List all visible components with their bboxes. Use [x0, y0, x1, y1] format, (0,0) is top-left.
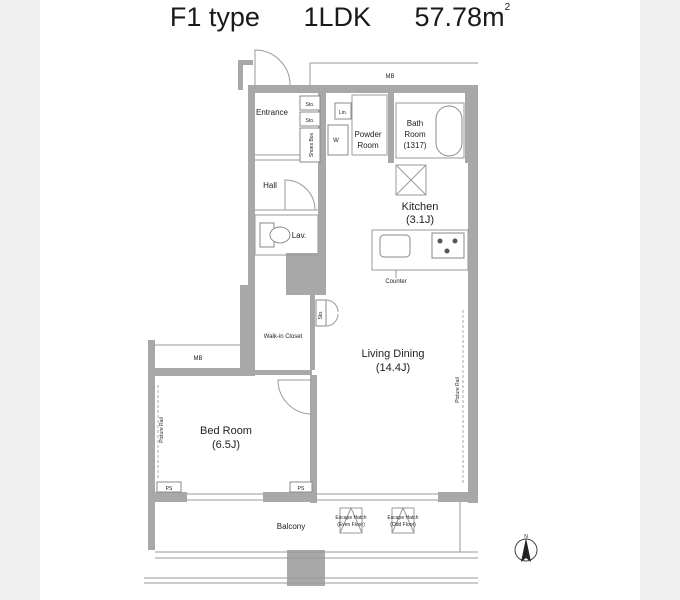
- label-sto-1: Sto.: [306, 102, 315, 108]
- label-bed-room: Bed Room: [200, 425, 252, 437]
- label-mb-left: MB: [194, 356, 203, 362]
- floor-plan-drawing: MB Entrance Sto. Sto. Shoes Box Lin. W P…: [144, 49, 538, 586]
- label-bed-room-size: (6.5J): [212, 439, 240, 451]
- plan-layout: 1LDK: [303, 2, 371, 32]
- label-bath-3: (1317): [403, 141, 426, 150]
- label-bath-2: Room: [404, 130, 426, 139]
- floor-plan-panel: F1 type 1LDK 57.78m2: [40, 0, 640, 600]
- label-kitchen-size: (3.1J): [406, 214, 434, 226]
- label-entrance: Entrance: [256, 108, 289, 117]
- label-hall: Hall: [263, 181, 277, 190]
- label-picture-rail-right: Picture Rail: [455, 377, 461, 403]
- plan-area: 57.78m2: [414, 2, 511, 32]
- label-balcony: Balcony: [277, 522, 305, 531]
- label-picture-rail-left: Picture Rail: [159, 417, 165, 443]
- label-sto-3: Sto.: [318, 311, 324, 320]
- label-powder-room-2: Room: [357, 141, 379, 150]
- north-compass-icon: N: [514, 534, 538, 562]
- label-bath-1: Bath: [407, 119, 423, 128]
- label-escape-odd-1: Escape Hatch: [387, 515, 418, 521]
- label-living-dining-size: (14.4J): [376, 362, 410, 374]
- label-mb-top: MB: [386, 74, 395, 80]
- label-washer: W: [333, 138, 339, 144]
- label-escape-even-2: (Even Floor): [337, 522, 365, 528]
- label-sto-2: Sto.: [306, 118, 315, 124]
- label-shoes-box: Shoes Box: [309, 132, 315, 157]
- room-labels: MB Entrance Sto. Sto. Shoes Box Lin. W P…: [159, 74, 461, 531]
- label-ps-1: PS: [166, 486, 173, 492]
- label-walk-in-closet: Walk-in Closet: [264, 334, 303, 340]
- label-kitchen: Kitchen: [402, 201, 439, 213]
- plan-type: F1 type: [169, 2, 260, 32]
- label-escape-odd-2: (Odd Floor): [390, 522, 416, 528]
- label-lin: Lin.: [339, 110, 347, 116]
- thin-lines: [144, 49, 478, 584]
- label-counter: Counter: [385, 279, 406, 285]
- label-ps-2: PS: [298, 486, 305, 492]
- walls: [148, 60, 478, 586]
- plan-title: F1 type 1LDK 57.78m2: [40, 2, 640, 33]
- label-living-dining: Living Dining: [362, 348, 425, 360]
- compass-label: N: [524, 534, 528, 540]
- label-powder-room-1: Powder: [354, 130, 381, 139]
- label-lav: Lav.: [292, 231, 307, 240]
- label-escape-even-1: Escape Hatch: [335, 515, 366, 521]
